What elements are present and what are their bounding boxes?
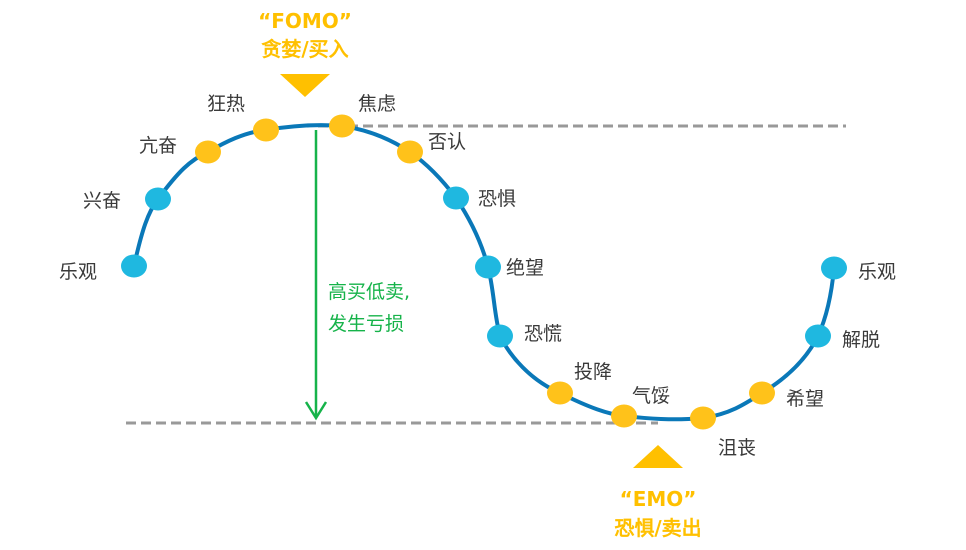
node-label-15: 乐观: [858, 261, 896, 283]
node-marker-13: [749, 381, 775, 405]
node-marker-14: [805, 324, 831, 348]
node-marker-6: [397, 140, 423, 164]
node-marker-2: [145, 187, 171, 211]
node-marker-1: [121, 254, 147, 278]
fomo-title: “FOMO”: [258, 9, 352, 33]
node-label-11: 气馁: [632, 385, 670, 407]
loss-annotation-line1: 高买低卖,: [328, 281, 410, 303]
emo-title: “EMO”: [620, 487, 697, 511]
node-label-14: 解脱: [842, 329, 880, 351]
node-marker-3: [195, 140, 221, 164]
node-marker-11: [611, 404, 637, 428]
node-label-3: 亢奋: [139, 135, 177, 157]
node-label-6: 否认: [428, 131, 466, 153]
loss-annotation-line2: 发生亏损: [328, 313, 404, 335]
node-marker-9: [487, 324, 513, 348]
node-label-10: 投降: [574, 361, 612, 383]
node-marker-8: [475, 255, 501, 279]
fomo-subtitle: 贪婪/买入: [261, 37, 348, 61]
node-marker-10: [547, 381, 573, 405]
node-label-12: 沮丧: [718, 437, 756, 459]
node-marker-4: [253, 118, 279, 142]
node-label-4: 狂热: [207, 93, 245, 115]
node-marker-12: [690, 406, 716, 430]
node-marker-15: [821, 256, 847, 280]
node-marker-7: [443, 186, 469, 210]
node-label-7: 恐惧: [478, 188, 516, 210]
node-label-9: 恐慌: [524, 323, 562, 345]
down-triangle-icon: [280, 74, 330, 97]
node-label-2: 兴奋: [83, 190, 121, 212]
node-marker-5: [329, 114, 355, 138]
node-label-1: 乐观: [59, 261, 97, 283]
up-triangle-icon: [633, 445, 683, 468]
node-label-5: 焦虑: [358, 93, 396, 115]
node-label-8: 绝望: [506, 257, 544, 279]
node-label-13: 希望: [786, 388, 824, 410]
emo-subtitle: 恐惧/卖出: [614, 516, 701, 540]
loss-arrow-head-icon: [304, 401, 328, 421]
